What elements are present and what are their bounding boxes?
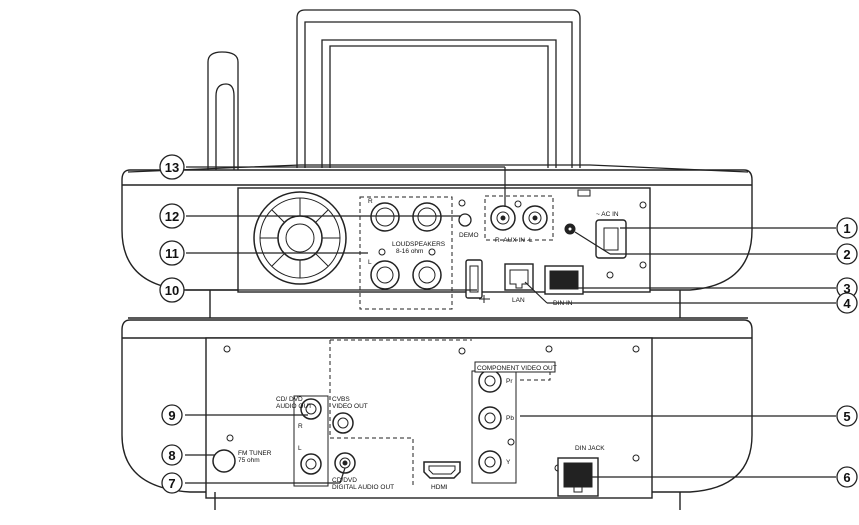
digital-audio-out-jack bbox=[334, 452, 356, 474]
callout-9: 9 bbox=[168, 408, 175, 423]
cd-dvd-audio-out-title-2: AUDIO OUT bbox=[276, 403, 312, 410]
callout-12: 12 bbox=[165, 209, 179, 224]
spk-r-label: R bbox=[368, 198, 373, 205]
top-display-unit bbox=[296, 9, 581, 168]
audio-l-label: L bbox=[298, 445, 302, 452]
callout-7: 7 bbox=[168, 476, 175, 491]
lan-label: LAN bbox=[512, 297, 525, 304]
callout-leaders bbox=[185, 166, 836, 484]
aux-in-jacks bbox=[484, 195, 554, 241]
cvbs-label-2: VIDEO OUT bbox=[332, 403, 368, 410]
callout-5: 5 bbox=[843, 409, 850, 424]
pb-label: Pb bbox=[506, 415, 514, 422]
digital-audio-out-label-2: DIGITAL AUDIO OUT bbox=[332, 484, 394, 491]
callout-13: 13 bbox=[165, 160, 179, 175]
component-video-out-label: COMPONENT VIDEO OUT bbox=[477, 365, 557, 372]
demo-label: DEMO bbox=[459, 232, 479, 239]
loudspeaker-terminals bbox=[359, 196, 453, 310]
loudspeakers-label: LOUDSPEAKERS bbox=[392, 241, 446, 248]
hdmi-port bbox=[423, 461, 461, 479]
cd-dvd-audio-out-title-1: CD/ DVD bbox=[276, 396, 303, 403]
din-in-port bbox=[544, 265, 584, 295]
handle bbox=[207, 51, 239, 270]
digital-audio-out-label-1: CD/DVD bbox=[332, 477, 357, 484]
pr-label: Pr bbox=[506, 378, 513, 385]
aux-in-label: R- AUX IN -L bbox=[495, 237, 533, 244]
callout-circles bbox=[159, 154, 858, 494]
callout-3: 3 bbox=[843, 281, 850, 296]
spk-l-label: L bbox=[368, 259, 372, 266]
upper-unit-top-edge bbox=[127, 164, 749, 173]
callout-10: 10 bbox=[165, 283, 179, 298]
component-video-out-title-box bbox=[474, 361, 556, 373]
cvbs-video-out-jack bbox=[332, 412, 354, 434]
fm-tuner-label: FM TUNER bbox=[238, 450, 272, 457]
demo-button bbox=[458, 199, 472, 227]
callout-6: 6 bbox=[843, 470, 850, 485]
fm-tuner-socket bbox=[212, 449, 236, 473]
callout-4: 4 bbox=[843, 296, 851, 311]
callout-2: 2 bbox=[843, 247, 850, 262]
y-label: Y bbox=[506, 459, 511, 466]
din-jack-label: DIN JACK bbox=[575, 445, 605, 452]
callout-11: 11 bbox=[165, 246, 179, 261]
screw-holes bbox=[223, 345, 640, 472]
cover-outline bbox=[329, 339, 472, 485]
usb-port bbox=[465, 259, 490, 303]
cd-dvd-audio-out-jacks bbox=[293, 395, 329, 487]
callout-8: 8 bbox=[168, 448, 175, 463]
fm-ohm-label: 75 ohm bbox=[238, 457, 260, 464]
cvbs-label-1: CVBS bbox=[332, 396, 350, 403]
hdmi-label: HDMI bbox=[431, 484, 448, 491]
ac-in-label: ~ AC IN bbox=[596, 211, 619, 218]
audio-r-label: R bbox=[298, 423, 303, 430]
ac-in-socket bbox=[577, 189, 647, 279]
callout-1: 1 bbox=[843, 221, 850, 236]
ohm-label: 8-16 ohm bbox=[396, 248, 423, 255]
headphone-jack bbox=[564, 223, 576, 235]
